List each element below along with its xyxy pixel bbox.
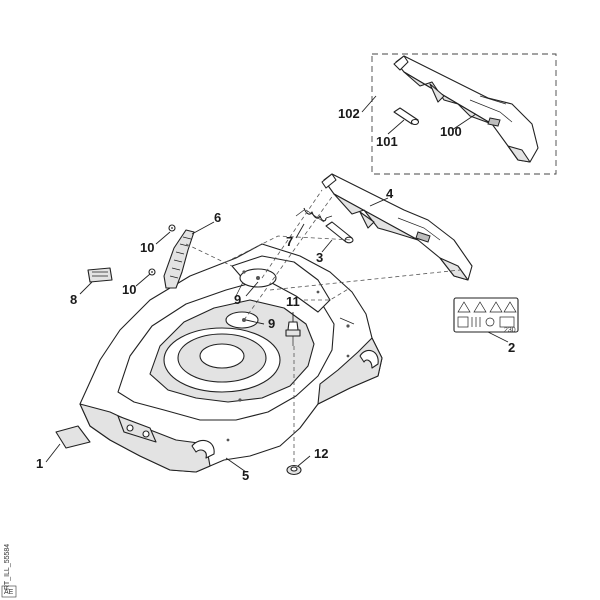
- label-part-100: 100: [440, 124, 462, 139]
- drawing-code-suffix: AE: [4, 589, 14, 596]
- label-part-11: 11: [286, 294, 300, 309]
- warning-triangle-icon: [489, 301, 503, 313]
- nut-12: [286, 464, 302, 476]
- pin-101: [393, 107, 420, 126]
- keep-distance-icon: [471, 317, 481, 327]
- spring-7: [295, 207, 333, 223]
- screw-10-upper: [168, 224, 176, 232]
- label-part-6: 6: [214, 210, 221, 225]
- label-part-10-upper: 10: [140, 240, 154, 255]
- mower-deck-5: [79, 243, 383, 473]
- label-part-10-lower: 10: [122, 282, 136, 297]
- manual-book-icon: [457, 316, 469, 328]
- label-part-9-lower: 9: [268, 316, 275, 331]
- label-part-7: 7: [286, 234, 293, 249]
- label-part-3: 3: [316, 250, 323, 265]
- label-plate-1: [55, 425, 91, 449]
- drawing-code-text: RT_ILL_55584: [4, 544, 11, 590]
- drawing-code-suffix-box: AE: [1, 585, 17, 598]
- part-labels: 1 2 3 4 5 6 7 8 9 9 10 10 11 12 100 101 …: [36, 106, 515, 483]
- warning-triangle-icon: [503, 301, 517, 313]
- label-part-5: 5: [242, 468, 249, 483]
- warning-triangle-icon: [457, 301, 471, 313]
- leader-lines: [45, 95, 509, 473]
- label-part-2: 2: [508, 340, 515, 355]
- label-part-9-upper: 9: [234, 292, 241, 307]
- drawing-code: RT_ILL_55584: [4, 544, 11, 590]
- label-part-1: 1: [36, 456, 43, 471]
- ear-protection-icon: [485, 317, 495, 327]
- screw-10-lower: [148, 268, 156, 276]
- label-part-4: 4: [386, 186, 394, 201]
- hot-surface-icon: [499, 316, 515, 328]
- label-part-8: 8: [70, 292, 77, 307]
- bolt-11: [285, 321, 301, 346]
- label-part-101: 101: [376, 134, 398, 149]
- decal-tag: 230: [504, 327, 516, 334]
- inset-box: [371, 53, 557, 175]
- handle-variant-100: [393, 55, 539, 163]
- label-part-102: 102: [338, 106, 360, 121]
- pin-3: [325, 221, 354, 244]
- decal-8: [87, 267, 113, 283]
- handle-bar-4: [321, 173, 473, 281]
- assembly-lines: [185, 189, 461, 464]
- label-part-12: 12: [314, 446, 328, 461]
- warning-decal-2: 230: [453, 297, 519, 334]
- warning-triangle-icon: [473, 301, 487, 313]
